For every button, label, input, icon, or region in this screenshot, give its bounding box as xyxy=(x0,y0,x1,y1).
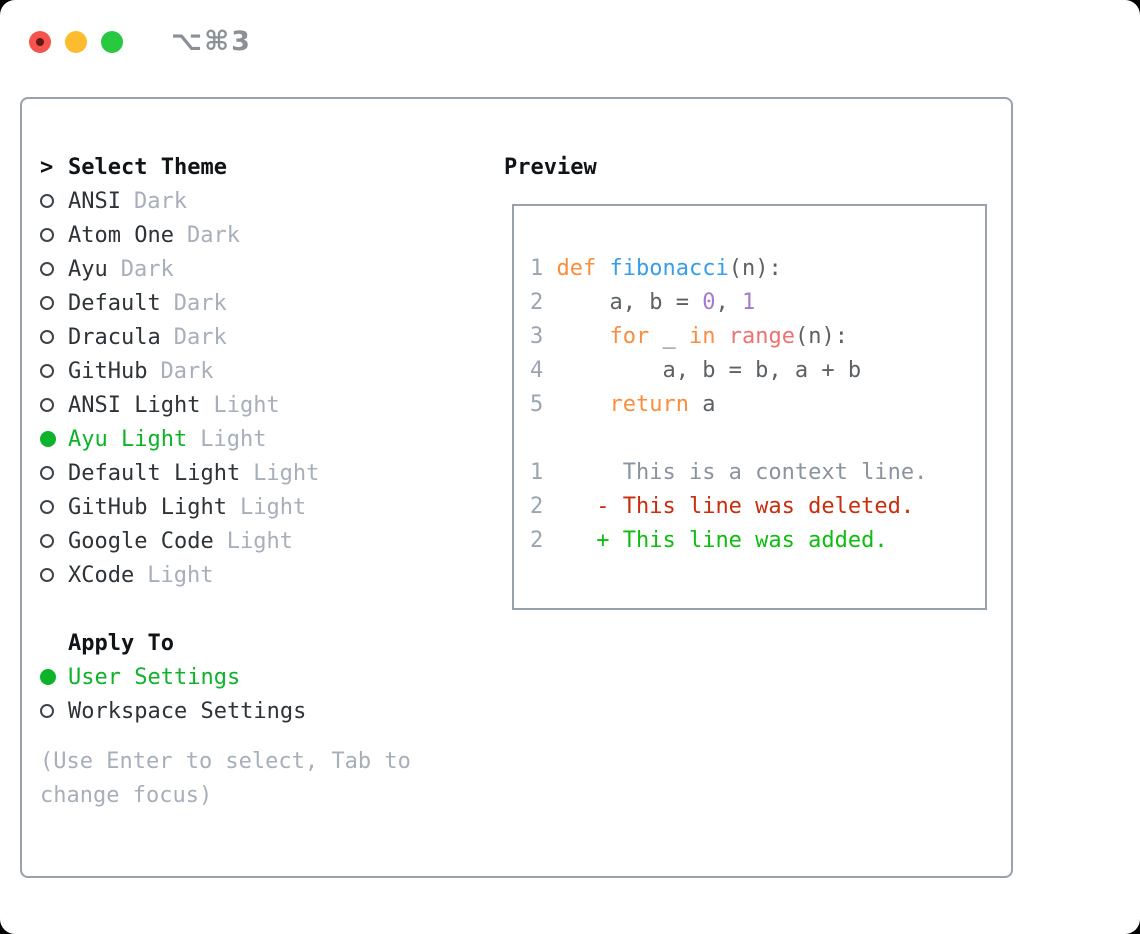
theme-variant: Light xyxy=(239,494,307,520)
code-line: 3 for _ in range(n): xyxy=(530,324,848,349)
theme-name: Default xyxy=(68,290,161,316)
radio-selected-icon xyxy=(40,669,68,685)
theme-option[interactable]: GitHub Dark xyxy=(40,354,319,388)
minimize-button-icon[interactable] xyxy=(65,30,87,53)
code-line: 4 a, b = b, a + b xyxy=(530,358,862,383)
radio-icon xyxy=(40,296,68,310)
code-line: 5 return a xyxy=(530,392,716,417)
theme-name: ANSI Light xyxy=(68,392,201,418)
theme-variant: Light xyxy=(213,392,280,418)
select-theme-title: Select Theme xyxy=(68,154,227,180)
select-theme-header: > Select Theme xyxy=(40,150,319,184)
theme-name: Ayu xyxy=(68,256,108,282)
theme-name: GitHub xyxy=(68,358,148,384)
radio-icon xyxy=(40,398,68,412)
preview-title: Preview xyxy=(504,154,597,180)
titlebar: ⌥⌘3 xyxy=(29,26,252,57)
theme-option[interactable]: Atom One Dark xyxy=(40,218,319,252)
preview-header: Preview xyxy=(504,150,597,184)
radio-icon xyxy=(40,500,68,514)
preview-box: 1 def fibonacci(n): 2 a, b = 0, 1 3 for _ … xyxy=(512,204,987,610)
theme-variant: Light xyxy=(147,562,214,588)
apply-option[interactable]: Workspace Settings xyxy=(40,694,306,728)
theme-variant: Light xyxy=(200,426,267,452)
focus-caret-icon: > xyxy=(40,154,54,180)
theme-option[interactable]: Ayu Light Light xyxy=(40,422,319,456)
close-button-icon[interactable] xyxy=(29,30,51,53)
code-line: 1 def fibonacci(n): xyxy=(530,256,782,281)
theme-variant: Dark xyxy=(120,256,174,282)
theme-variant: Dark xyxy=(160,358,214,384)
theme-name: Atom One xyxy=(68,222,174,248)
radio-icon xyxy=(40,194,68,208)
theme-option[interactable]: Dracula Dark xyxy=(40,320,319,354)
theme-variant: Light xyxy=(226,528,293,554)
theme-name: ANSI xyxy=(68,188,121,214)
theme-name: Google Code xyxy=(68,528,214,554)
theme-option[interactable]: Ayu Dark xyxy=(40,252,319,286)
theme-variant: Dark xyxy=(133,188,187,214)
radio-icon xyxy=(40,466,68,480)
code-line: 2 + This line was added. xyxy=(530,528,888,553)
radio-icon xyxy=(40,704,68,718)
theme-option[interactable]: Google Code Light xyxy=(40,524,319,558)
apply-option-label: User Settings xyxy=(68,664,241,690)
code-line: 1 This is a context line. xyxy=(530,460,928,485)
apply-option-label: Workspace Settings xyxy=(68,698,307,724)
code-line: 2 a, b = 0, 1 xyxy=(530,290,756,315)
theme-variant: Light xyxy=(253,460,320,486)
radio-icon xyxy=(40,262,68,276)
theme-option[interactable]: Default Dark xyxy=(40,286,319,320)
code-preview: 1 def fibonacci(n): 2 a, b = 0, 1 3 for _ … xyxy=(530,252,927,558)
theme-option[interactable]: Default Light Light xyxy=(40,456,319,490)
theme-name: Default Light xyxy=(68,460,241,486)
theme-variant: Dark xyxy=(173,290,227,316)
radio-icon xyxy=(40,364,68,378)
radio-icon xyxy=(40,568,68,582)
zoom-button-icon[interactable] xyxy=(101,30,123,53)
theme-name: Ayu Light xyxy=(68,426,188,452)
apply-to-title: Apply To xyxy=(68,630,174,656)
theme-variant: Dark xyxy=(186,222,240,248)
theme-option[interactable]: ANSI Dark xyxy=(40,184,319,218)
theme-name: Dracula xyxy=(68,324,161,350)
theme-option[interactable]: ANSI Light Light xyxy=(40,388,319,422)
code-line: 2 - This line was deleted. xyxy=(530,494,915,519)
theme-name: GitHub Light xyxy=(68,494,227,520)
theme-option[interactable]: GitHub Light Light xyxy=(40,490,319,524)
radio-icon xyxy=(40,228,68,242)
hint-text: (Use Enter to select, Tab to change focu… xyxy=(40,749,411,808)
code-line xyxy=(530,422,927,456)
radio-selected-icon xyxy=(40,431,68,447)
theme-name: XCode xyxy=(68,562,135,588)
window-title: ⌥⌘3 xyxy=(171,26,252,57)
apply-to-header: Apply To xyxy=(40,626,306,660)
radio-icon xyxy=(40,534,68,548)
apply-option[interactable]: User Settings xyxy=(40,660,306,694)
theme-option[interactable]: XCode Light xyxy=(40,558,319,592)
radio-icon xyxy=(40,330,68,344)
theme-variant: Dark xyxy=(173,324,227,350)
